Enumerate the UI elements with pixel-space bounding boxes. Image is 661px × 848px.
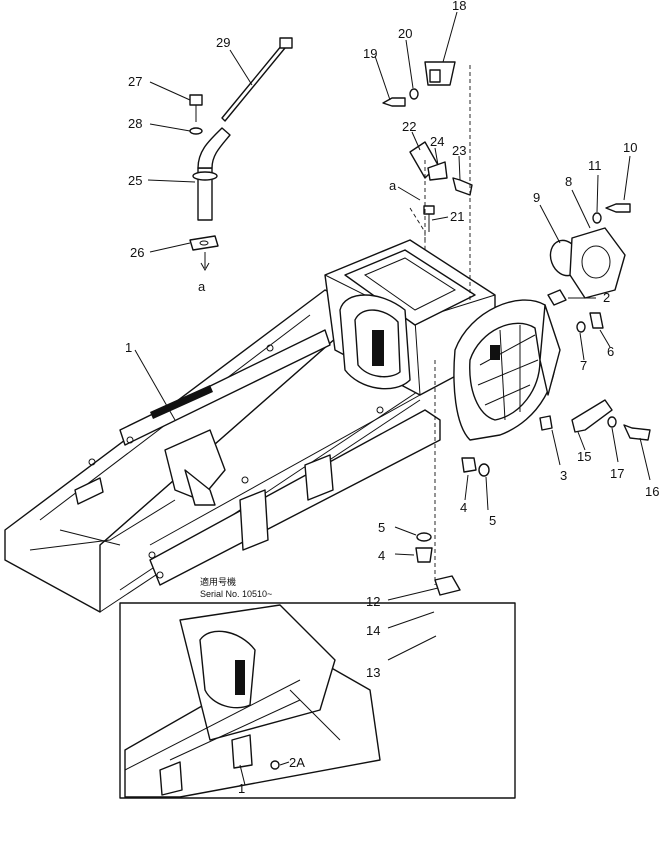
callout-a-upper: a [389, 178, 397, 193]
callout-26: 26 [130, 245, 144, 260]
callout-17: 17 [610, 466, 624, 481]
callout-labels: 1 2 3 4 4 5 5 6 7 8 9 10 11 12 13 14 15 … [125, 0, 659, 796]
inset-serial: Serial No. 10510~ [200, 589, 272, 599]
callout-13: 13 [366, 665, 380, 680]
callout-5-right: 5 [489, 513, 496, 528]
gear-case [453, 299, 561, 441]
callout-24: 24 [430, 134, 444, 149]
callout-4-upper: 4 [460, 500, 467, 515]
callout-6: 6 [607, 344, 614, 359]
callout-a-lower: a [198, 279, 206, 294]
callout-23: 23 [452, 143, 466, 158]
callout-20: 20 [398, 26, 412, 41]
inset-box [119, 602, 516, 799]
filler-assembly [189, 37, 293, 272]
plugs-right [539, 289, 604, 431]
callout-8: 8 [565, 174, 572, 189]
callout-12: 12 [366, 594, 380, 609]
callout-1: 1 [125, 340, 132, 355]
callout-2: 2 [603, 290, 610, 305]
callout-25: 25 [128, 173, 142, 188]
callout-11: 11 [588, 158, 602, 173]
leader-lines [134, 11, 651, 786]
callout-14: 14 [366, 623, 380, 638]
cover-assembly [549, 203, 631, 299]
callout-21: 21 [450, 209, 464, 224]
callout-16: 16 [645, 484, 659, 499]
callout-29: 29 [216, 35, 230, 50]
main-frame [4, 239, 496, 613]
callout-1-inset: 1 [238, 781, 245, 796]
callout-28: 28 [128, 116, 142, 131]
callout-18: 18 [452, 0, 466, 13]
inset-caption-jp: 適用号機 [200, 576, 236, 587]
callout-19: 19 [363, 46, 377, 61]
callout-27: 27 [128, 74, 142, 89]
plate-15 [571, 399, 651, 441]
callout-9: 9 [533, 190, 540, 205]
callout-5-left: 5 [378, 520, 385, 535]
callout-4-lower: 4 [378, 548, 385, 563]
callout-3: 3 [560, 468, 567, 483]
callout-22: 22 [402, 119, 416, 134]
upper-hardware [382, 61, 473, 300]
callout-7: 7 [580, 358, 587, 373]
callout-15: 15 [577, 449, 591, 464]
callout-10: 10 [623, 140, 637, 155]
callout-2A: 2A [289, 755, 305, 770]
